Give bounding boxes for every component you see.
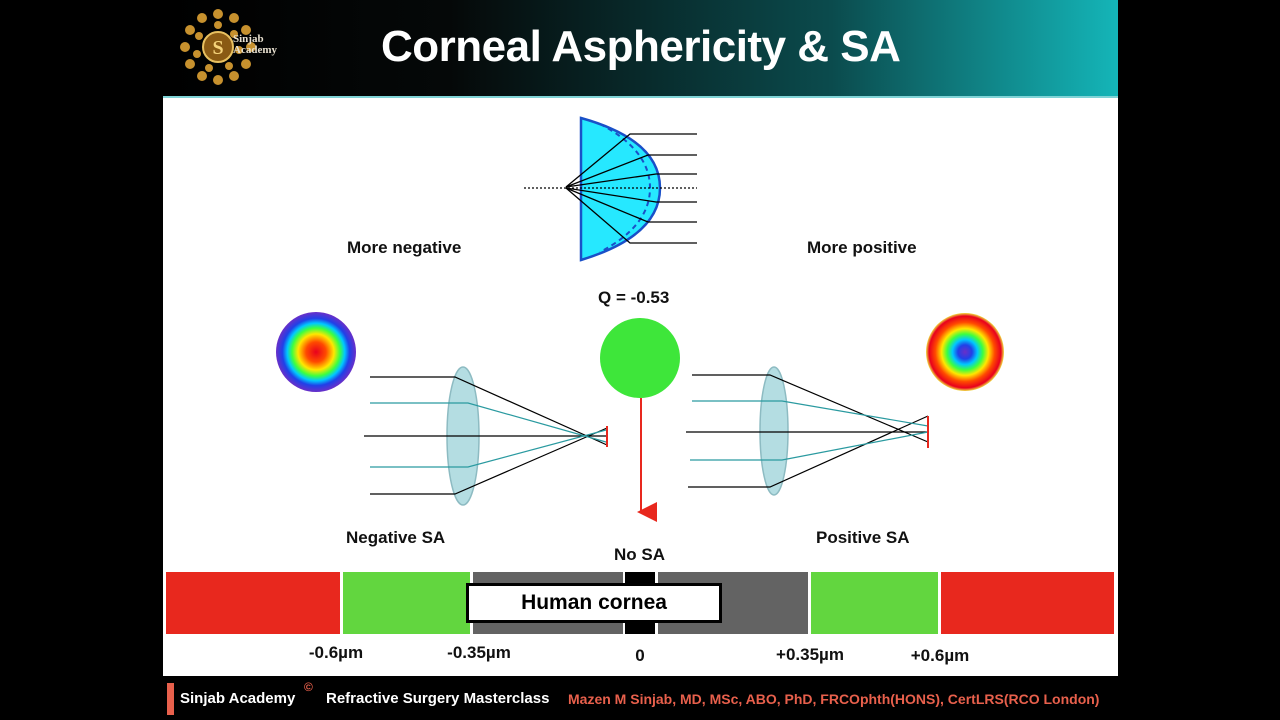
- scale-label: +0.35µm: [776, 645, 844, 664]
- positive-sa-lens: [686, 366, 929, 496]
- footer: [0, 676, 1280, 720]
- logo-text: Sinjab Academy: [233, 33, 277, 56]
- scale-label: -0.6µm: [308, 643, 364, 662]
- label-positive-sa: Positive SA: [816, 528, 910, 547]
- scale-label: +0.6µm: [910, 646, 970, 665]
- footer-academy: Sinjab Academy: [180, 690, 296, 707]
- footer-course: Refractive Surgery Masterclass: [326, 690, 550, 707]
- scale-segment-green-right: [811, 572, 938, 634]
- human-cornea-box: Human cornea: [466, 583, 722, 623]
- scale-label: -0.35µm: [447, 643, 511, 662]
- scale-segment-red-left: [166, 572, 340, 634]
- scale-segment-red-right: [941, 572, 1114, 634]
- copyright-icon: ©: [304, 680, 313, 694]
- header-bar: S Sinjab Academy Corneal Asphericity & S…: [163, 0, 1118, 98]
- footer-accent-mark: [167, 683, 174, 715]
- label-more-positive: More positive: [807, 238, 917, 257]
- scale-label: 0: [635, 646, 645, 665]
- label-more-negative: More negative: [347, 238, 462, 257]
- negative-sa-heatmap: [276, 312, 356, 392]
- label-q-value: Q = -0.53: [598, 288, 670, 307]
- slide-title: Corneal Asphericity & SA: [381, 22, 901, 71]
- footer-author: Mazen M Sinjab, MD, MSc, ABO, PhD, FRCOp…: [568, 691, 1100, 707]
- positive-sa-heatmap: [926, 313, 1004, 391]
- aspheric-cornea: [524, 116, 697, 262]
- svg-text:S: S: [212, 37, 223, 59]
- label-negative-sa: Negative SA: [346, 528, 446, 547]
- negative-sa-lens: [364, 366, 608, 506]
- sinjab-logo-icon: S: [180, 9, 256, 85]
- label-no-sa: No SA: [614, 545, 665, 564]
- scale-segment-green-left: [343, 572, 470, 634]
- no-sa-circle: [600, 318, 680, 398]
